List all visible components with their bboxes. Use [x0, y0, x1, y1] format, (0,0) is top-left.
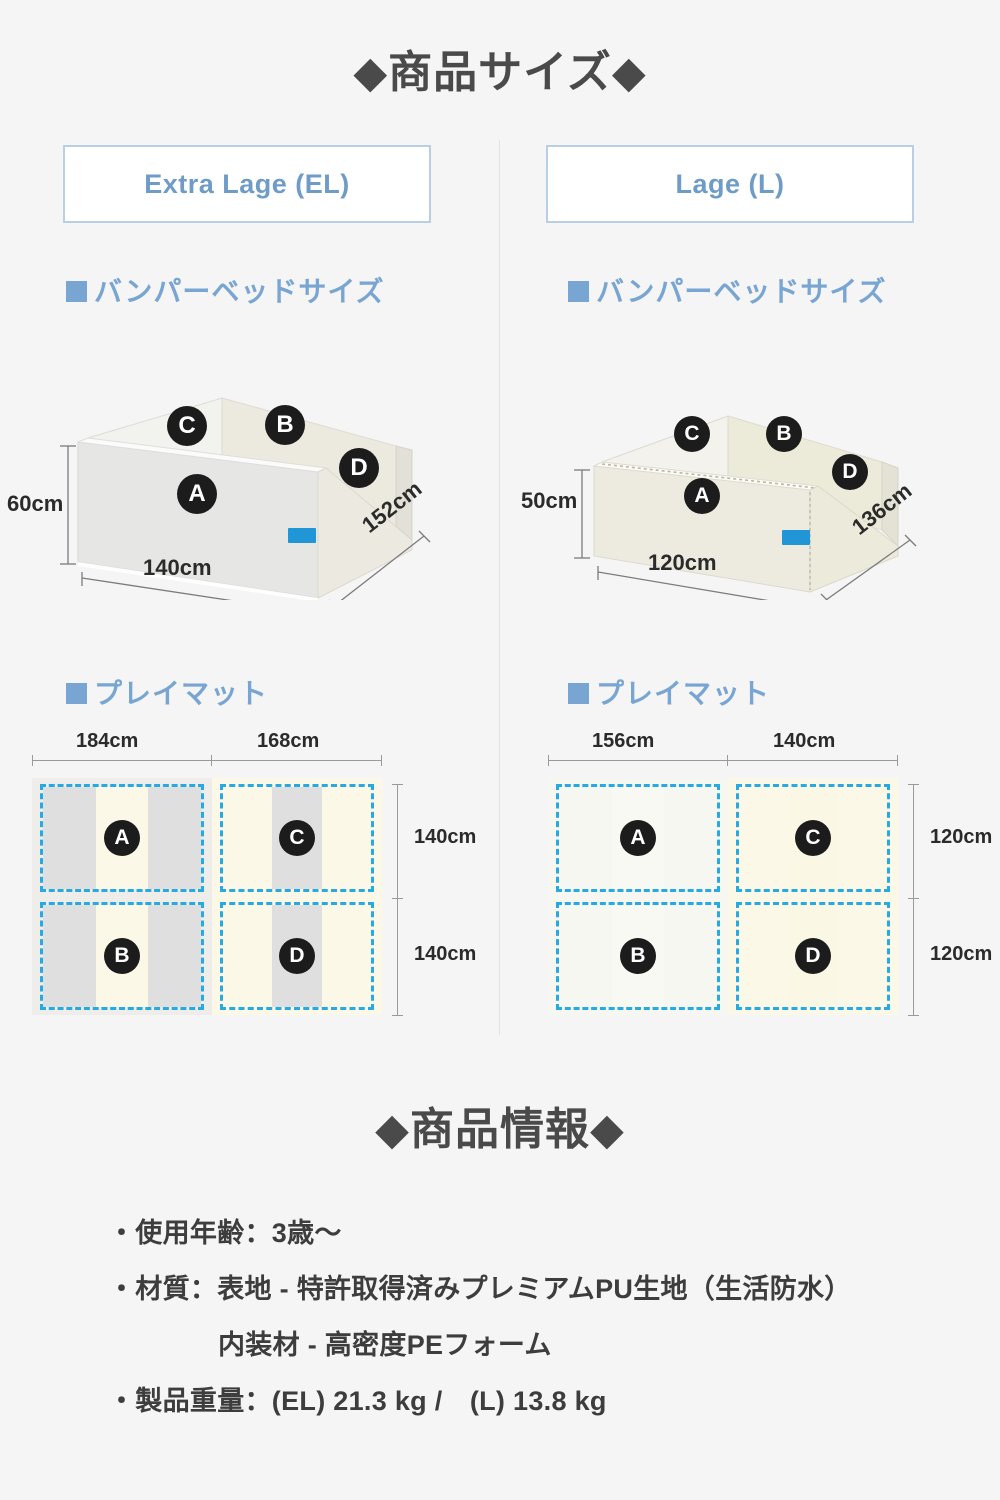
- mat-height-top-l: 120cm: [930, 826, 993, 848]
- bumper-panel-marker-c-l: C: [674, 416, 710, 452]
- mat-tick: [392, 784, 403, 785]
- bumper-panel-marker-d-el: D: [339, 448, 379, 488]
- bumper-bed-svg-l: [574, 415, 917, 600]
- column-divider: [499, 140, 500, 1035]
- mat-dimline-right: [397, 784, 398, 1016]
- section-heading-bumper-l: バンパーベッドサイズ: [568, 270, 887, 310]
- mat-tick: [727, 755, 728, 766]
- blue-square-icon: [66, 281, 87, 302]
- mat-label-b-l: B: [620, 938, 656, 974]
- bumper-panel-marker-b-el: B: [265, 405, 305, 445]
- bumper-panel-marker-a-l: A: [684, 478, 720, 514]
- brand-logo-tag: [288, 528, 316, 543]
- play-mat-diagram-l: 156cm 140cm A C: [548, 730, 992, 1016]
- mat-label-c-l: C: [795, 820, 831, 856]
- bumper-dim-height-l: 50cm: [521, 488, 578, 513]
- mat-tick: [32, 755, 33, 766]
- mat-tick: [908, 1015, 919, 1016]
- mat-width-left-el: 184cm: [76, 730, 139, 752]
- column-large: Lage (L) バンパーベッドサイズ A B: [500, 0, 1000, 1040]
- mat-dimline-right: [913, 784, 914, 1016]
- info-line-age: ・使用年齢：3歳〜: [108, 1218, 342, 1248]
- mat-tick: [392, 1015, 403, 1016]
- mat-label-c-el: C: [279, 820, 315, 856]
- blue-square-icon: [66, 683, 87, 704]
- bumper-panel-marker-b-l: B: [766, 416, 802, 452]
- mat-label-b-el: B: [104, 938, 140, 974]
- blue-square-icon: [568, 683, 589, 704]
- bumper-panel-marker-a-el: A: [177, 474, 217, 514]
- mat-width-right-l: 140cm: [773, 730, 836, 752]
- mat-tick: [897, 755, 898, 766]
- mat-width-right-el: 168cm: [257, 730, 320, 752]
- mat-cell-b-el: B: [40, 902, 204, 1010]
- bumper-bed-illustration-el: A B C D 60cm 140cm 152cm: [0, 350, 460, 600]
- brand-logo-tag: [782, 530, 810, 545]
- bumper-dim-width-l: 120cm: [648, 550, 717, 575]
- page-title-size: ◆商品サイズ◆: [353, 48, 647, 97]
- section-heading-mat-el-label: プレイマット: [94, 678, 269, 709]
- mat-cell-d-stripes: [223, 905, 371, 1007]
- bumper-bed-svg-el: [60, 397, 431, 600]
- product-info-list: ・使用年齢：3歳〜 ・材質：表地 - 特許取得済みプレミアムPU生地（生活防水）…: [0, 1205, 1000, 1429]
- bumper-dim-width-el: 140cm: [143, 555, 212, 580]
- mat-tick: [381, 755, 382, 766]
- mat-cell-a-el: A: [40, 784, 204, 892]
- bumper-panel-marker-c-el: C: [167, 406, 207, 446]
- mat-cell-d-el: D: [220, 902, 374, 1010]
- section-heading-bumper-el-label: バンパーベッドサイズ: [94, 276, 385, 307]
- section-heading-mat-l-label: プレイマット: [596, 678, 771, 709]
- mat-height-bottom-el: 140cm: [414, 943, 477, 965]
- info-line-material: ・材質：表地 - 特許取得済みプレミアムPU生地（生活防水）: [108, 1274, 852, 1304]
- mat-label-a-l: A: [620, 820, 656, 856]
- mat-cell-d-l: D: [736, 902, 890, 1010]
- section-heading-bumper-l-label: バンパーベッドサイズ: [596, 276, 887, 307]
- mat-cell-b-l: B: [556, 902, 720, 1010]
- mat-cell-d-stripes: [739, 905, 887, 1007]
- mat-height-top-el: 140cm: [414, 826, 477, 848]
- info-line-weight: ・製品重量：(EL) 21.3 kg / (L) 13.8 kg: [108, 1386, 607, 1416]
- column-extra-large: Extra Lage (EL) バンパーベッドサイズ: [0, 0, 500, 1040]
- bumper-panel-marker-d-l: D: [832, 454, 868, 490]
- page-title-info: ◆商品情報◆: [375, 1105, 625, 1154]
- mat-tick: [908, 898, 919, 899]
- mat-label-d-l: D: [795, 938, 831, 974]
- mat-cell-a-l: A: [556, 784, 720, 892]
- blue-square-icon: [568, 281, 589, 302]
- mat-tick: [908, 784, 919, 785]
- mat-width-left-l: 156cm: [592, 730, 655, 752]
- section-heading-mat-l: プレイマット: [568, 672, 770, 712]
- play-mat-diagram-el: 184cm 168cm A C: [32, 730, 476, 1016]
- section-heading-mat-el: プレイマット: [66, 672, 268, 712]
- size-badge-el: Extra Lage (EL): [63, 145, 431, 223]
- size-badge-l: Lage (L): [546, 145, 914, 223]
- mat-label-d-el: D: [279, 938, 315, 974]
- mat-dimline-top: [32, 760, 382, 761]
- mat-tick: [548, 755, 549, 766]
- mat-label-a-el: A: [104, 820, 140, 856]
- mat-height-bottom-l: 120cm: [930, 943, 993, 965]
- mat-dimline-top: [548, 760, 898, 761]
- section-heading-bumper-el: バンパーベッドサイズ: [66, 270, 385, 310]
- mat-cell-c-el: C: [220, 784, 374, 892]
- info-line-material-inner: 内装材 - 高密度PEフォーム: [218, 1330, 552, 1360]
- bumper-dim-height-el: 60cm: [7, 491, 64, 516]
- mat-tick: [211, 755, 212, 766]
- mat-tick: [392, 898, 403, 899]
- bumper-bed-illustration-l: A B C D 50cm 120cm 136cm: [510, 350, 970, 600]
- mat-cell-c-l: C: [736, 784, 890, 892]
